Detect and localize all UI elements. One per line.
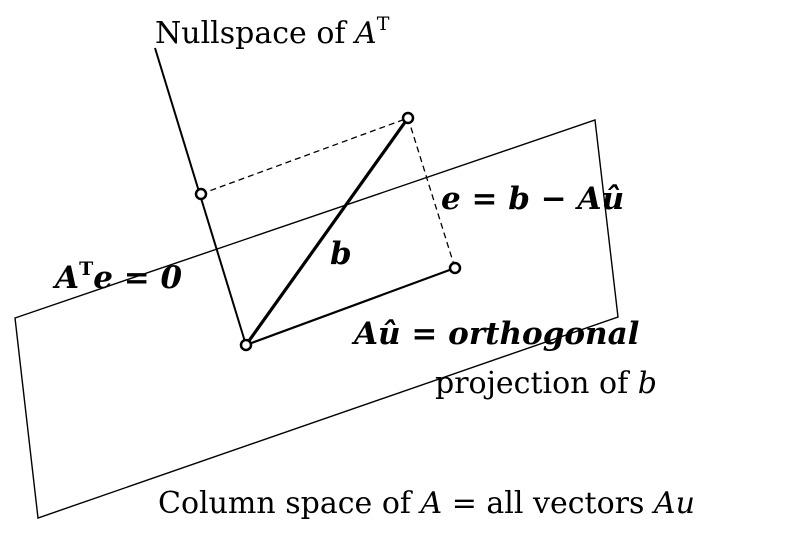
column-space-plane (14, 119, 619, 519)
normal-equation-label: ATe = 0 (52, 258, 182, 296)
error-equation-label: e = b − Aû (441, 181, 624, 217)
column-space-label: Column space of A = all vectors Au (158, 486, 695, 521)
b-tip-point (401, 111, 415, 125)
projection-point (448, 261, 462, 275)
dashed-line-top (200, 117, 409, 195)
dashed-line-right (407, 117, 456, 269)
error-point (194, 187, 208, 201)
vector-b (244, 117, 410, 346)
projection-label-line1: Aû = orthogonal (351, 316, 639, 352)
nullspace-label: Nullspace of AT (155, 13, 390, 51)
projection-vector (245, 266, 456, 347)
projection-label-line2: projection of b (435, 366, 657, 401)
origin-point (239, 338, 253, 352)
b-vector-label: b (330, 236, 352, 272)
